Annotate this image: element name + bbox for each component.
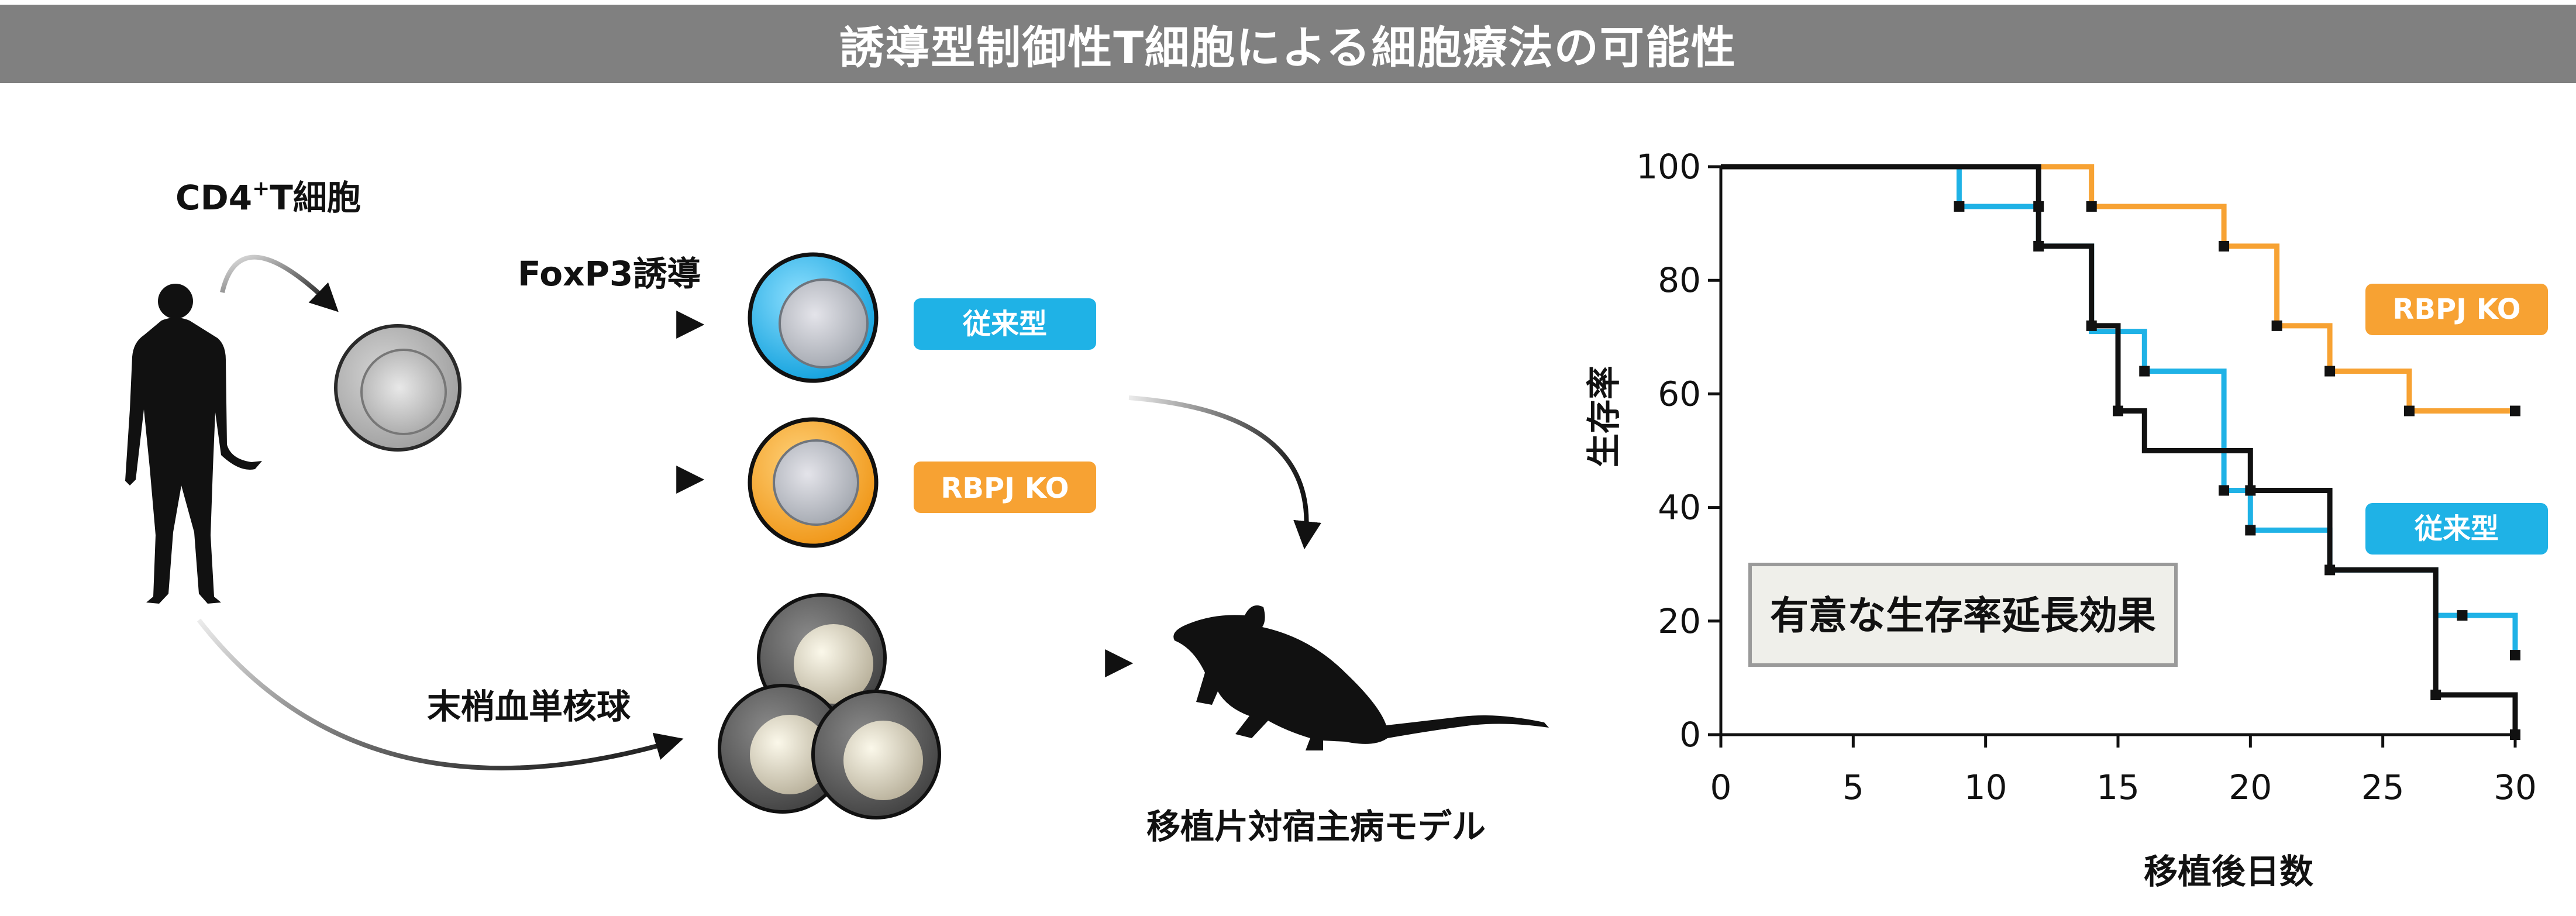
y-tick-label: 20 [1658,601,1701,641]
y-ticks: 0 20 40 60 80 100 [1636,147,1721,755]
conventional-treg-cell [748,252,879,383]
y-tick-label: 60 [1658,374,1701,414]
x-ticks: 0 5 10 15 20 25 30 [1710,735,2537,807]
censor-mark [2403,405,2415,416]
survival-chart: 0 20 40 60 80 100 0 5 10 15 20 25 30 生存率 移植後日数 有意な生… [1584,147,2548,891]
y-tick-label: 0 [1679,715,1701,755]
annotation-box: 有意な生存率延長効果 [1748,563,2178,667]
censor-marks [1954,201,2520,740]
censor-mark [2086,320,2097,331]
x-tick-label: 0 [1710,767,1732,807]
conventional-badge: 従来型 [914,298,1096,350]
x-tick-label: 15 [2096,767,2140,807]
pbmc-label: 末梢血単核球 [427,687,631,726]
cd4-t-cell [334,324,462,452]
svg-text:RBPJ KO: RBPJ KO [941,472,1069,505]
series-line-2 [1721,164,2518,735]
censor-mark [2113,405,2123,416]
human-silhouette-icon [125,284,262,604]
schematic-diagram: CD4+T細胞 FoxP3誘導 従来型 RBPJ KO [125,177,1549,846]
series-line-0 [1721,164,2515,414]
censor-mark [2139,366,2150,377]
x-tick-label: 10 [1964,767,2007,807]
x-tick-label: 25 [2361,767,2405,807]
censor-mark [2510,650,2520,661]
x-tick-label: 20 [2229,767,2272,807]
x-axis-title: 移植後日数 [2144,852,2313,891]
mouse-silhouette-icon [1173,605,1549,750]
banner: 誘導型制御性T細胞による細胞療法の可能性 [0,5,2576,83]
legend-rbpj-ko: RBPJ KO [2365,284,2548,335]
annotation-text: 有意な生存率延長効果 [1770,593,2156,638]
svg-text:従来型: 従来型 [962,308,1047,340]
censor-mark [1954,201,1965,212]
censor-mark [2510,405,2520,416]
censor-mark [2457,610,2468,621]
censor-mark [2033,201,2044,212]
censor-mark [2033,240,2044,252]
censor-mark [2324,366,2336,377]
y-tick-label: 100 [1636,147,1701,187]
y-tick-label: 80 [1658,260,1701,300]
banner-title: 誘導型制御性T細胞による細胞療法の可能性 [839,22,1737,74]
rbpj-ko-badge: RBPJ KO [914,462,1096,513]
censor-mark [2324,564,2336,576]
censor-mark [2219,485,2230,496]
censor-mark [2086,201,2097,212]
series-lines [1721,164,2518,735]
foxp3-label: FoxP3誘導 [518,254,701,294]
treg-to-mouse-arrow [1128,395,1321,550]
censor-mark [2219,240,2230,252]
censor-mark [2245,485,2256,496]
cd4-label: CD4+T細胞 [175,177,361,218]
y-axis-title: 生存率 [1584,366,1624,467]
human-to-pbmc-arrow [197,618,684,771]
mouse-label: 移植片対宿主病モデル [1146,807,1486,846]
svg-text:RBPJ KO: RBPJ KO [2392,293,2520,326]
censor-mark [2271,320,2282,331]
legend-conventional: 従来型 [2365,503,2548,555]
rbpj-ko-treg-cell [748,417,879,548]
y-tick-label: 40 [1658,488,1701,528]
x-tick-label: 30 [2494,767,2537,807]
censor-mark [2430,690,2441,701]
censor-mark [2510,729,2520,740]
pbmc-cluster [718,593,941,819]
svg-text:従来型: 従来型 [2414,512,2499,545]
cd4-to-cell-arrow [220,254,339,312]
x-tick-label: 5 [1843,767,1864,807]
censor-mark [2245,525,2256,536]
